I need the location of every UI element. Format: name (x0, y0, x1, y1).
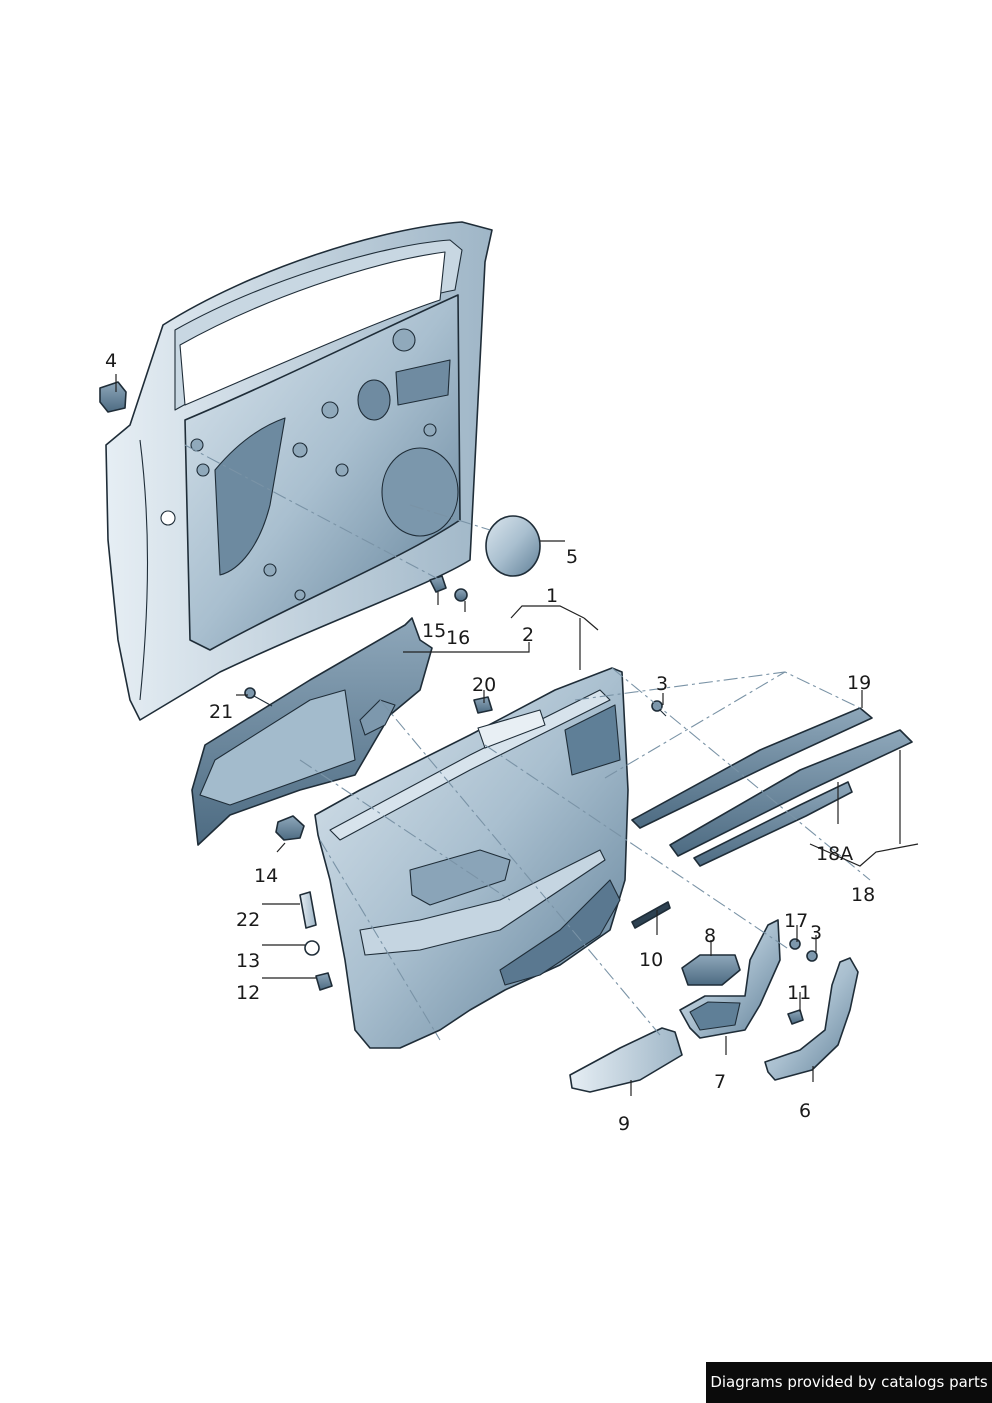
carrier-part-2 (191, 617, 433, 846)
callout-8: 8 (704, 925, 716, 947)
callout-15: 15 (422, 620, 446, 642)
handle-part-6 (764, 957, 859, 1081)
bracket-part-4 (99, 381, 127, 413)
ring-part-13 (304, 940, 320, 956)
callout-16: 16 (446, 627, 470, 649)
clip-part-16 (454, 588, 468, 602)
speaker-cover-part-5 (485, 515, 541, 577)
callout-9: 9 (618, 1113, 630, 1135)
switch-part-8 (681, 954, 741, 986)
callout-21: 21 (209, 701, 233, 723)
callout-19: 19 (847, 672, 871, 694)
door-shell (105, 221, 493, 721)
clip-part-12 (315, 972, 333, 991)
callout-labels: 1 2 3 3 4 5 6 7 8 9 10 11 12 13 14 15 16… (105, 350, 875, 1135)
callout-20: 20 (472, 674, 496, 696)
callout-11: 11 (787, 982, 811, 1004)
trim-strip-part-19 (631, 707, 873, 829)
callout-2: 2 (522, 624, 534, 646)
door-trim-panel-part-1 (314, 667, 629, 1049)
screw-part-3-lower (806, 950, 818, 962)
callout-1: 1 (546, 585, 558, 607)
strip-part-10 (631, 901, 671, 929)
callout-18A: 18A (816, 843, 853, 865)
part-17 (789, 938, 801, 950)
callout-14: 14 (254, 865, 278, 887)
callout-3-lower: 3 (810, 922, 822, 944)
callout-13: 13 (236, 950, 260, 972)
callout-12: 12 (236, 982, 260, 1004)
armrest-cover-part-9 (569, 1027, 683, 1093)
clip-part-20 (473, 696, 493, 714)
trim-part-7 (679, 919, 781, 1039)
leader-lines (115, 374, 919, 1096)
part-11 (787, 1009, 804, 1025)
callout-3-upper: 3 (656, 673, 668, 695)
assembly-lines (184, 444, 871, 1041)
clip-part-15 (429, 575, 447, 593)
callout-4: 4 (105, 350, 117, 372)
callout-17: 17 (784, 910, 808, 932)
callout-5: 5 (566, 546, 578, 568)
callout-22: 22 (236, 909, 260, 931)
trim-strip-part-18A (693, 781, 853, 867)
part-22 (299, 891, 317, 929)
callout-7: 7 (714, 1071, 726, 1093)
callout-6: 6 (799, 1100, 811, 1122)
part-14 (275, 815, 305, 841)
screw-part-21 (244, 687, 273, 707)
callout-10: 10 (639, 949, 663, 971)
callout-18: 18 (851, 884, 875, 906)
trim-strip-part-18 (669, 729, 913, 857)
credit-banner: Diagrams provided by catalogs parts (706, 1362, 992, 1403)
